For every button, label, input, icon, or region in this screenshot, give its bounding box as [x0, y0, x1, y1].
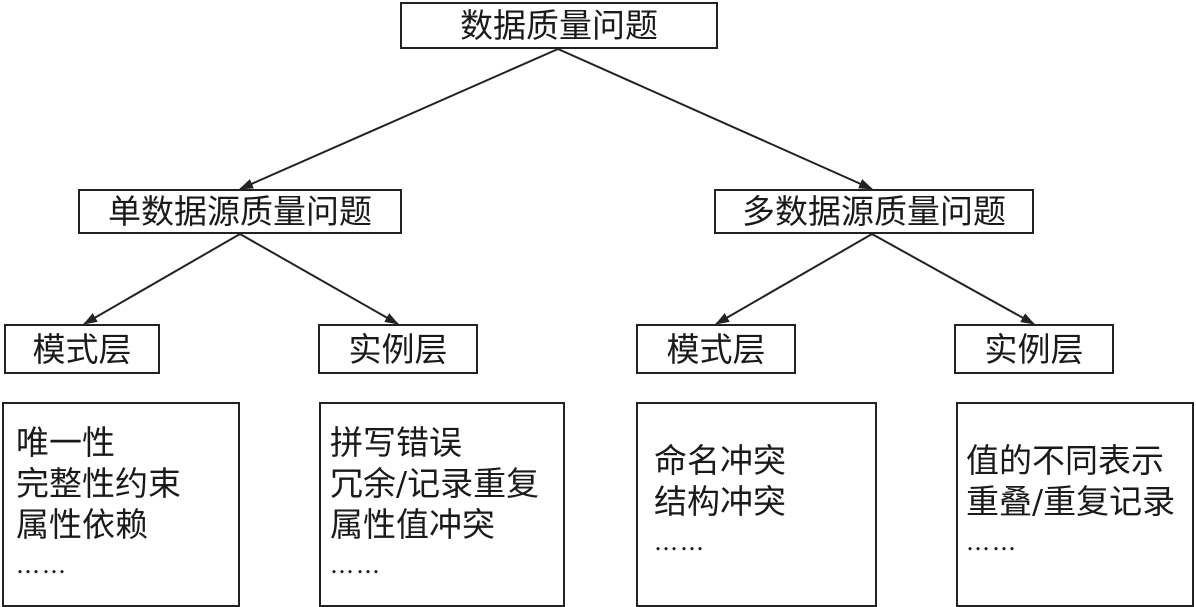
multi-source-node-label: 多数据源质量问题: [742, 192, 1006, 231]
list-item: 唯一性: [16, 423, 115, 462]
list-item: 值的不同表示: [966, 441, 1164, 480]
multi-instance-issues-list: 值的不同表示 重叠/重复记录 ……: [956, 402, 1194, 607]
list-item: 命名冲突: [654, 441, 786, 480]
single-instance-layer-label: 实例层: [348, 329, 448, 369]
list-item: 拼写错误: [330, 423, 462, 462]
list-item-ellipsis: ……: [966, 528, 1018, 556]
arrow-multi-to-instance: [871, 233, 1035, 325]
arrow-root-to-single-source: [239, 48, 559, 190]
root-node-label: 数据质量问题: [460, 6, 658, 45]
list-item: 完整性约束: [16, 464, 181, 503]
list-item: 属性依赖: [16, 505, 148, 544]
multi-schema-issues-list: 命名冲突 结构冲突 ……: [636, 402, 877, 607]
single-instance-layer-node: 实例层: [318, 324, 478, 374]
list-item: 冗余/记录重复: [330, 464, 540, 503]
single-source-node-label: 单数据源质量问题: [108, 192, 372, 231]
arrow-root-to-multi-source: [557, 48, 873, 190]
multi-schema-layer-label: 模式层: [666, 329, 766, 369]
single-schema-layer-node: 模式层: [4, 324, 160, 374]
multi-instance-layer-node: 实例层: [954, 324, 1114, 374]
multi-source-node: 多数据源质量问题: [714, 189, 1034, 234]
multi-schema-layer-node: 模式层: [636, 324, 796, 374]
root-node: 数据质量问题: [400, 2, 718, 49]
list-item: 属性值冲突: [330, 505, 495, 544]
list-item-ellipsis: ……: [654, 528, 706, 556]
single-source-node: 单数据源质量问题: [78, 189, 402, 234]
multi-instance-layer-label: 实例层: [984, 329, 1084, 369]
single-schema-issues-list: 唯一性 完整性约束 属性依赖 ……: [2, 402, 240, 607]
single-schema-layer-label: 模式层: [32, 329, 132, 369]
arrow-single-to-instance: [239, 233, 399, 325]
list-item-ellipsis: ……: [330, 551, 382, 579]
list-item-ellipsis: ……: [16, 551, 68, 579]
list-item: 重叠/重复记录: [966, 482, 1176, 521]
single-instance-issues-list: 拼写错误 冗余/记录重复 属性值冲突 ……: [319, 402, 565, 607]
arrow-single-to-schema: [83, 233, 241, 325]
arrow-multi-to-schema: [715, 233, 873, 325]
list-item: 结构冲突: [654, 482, 786, 521]
